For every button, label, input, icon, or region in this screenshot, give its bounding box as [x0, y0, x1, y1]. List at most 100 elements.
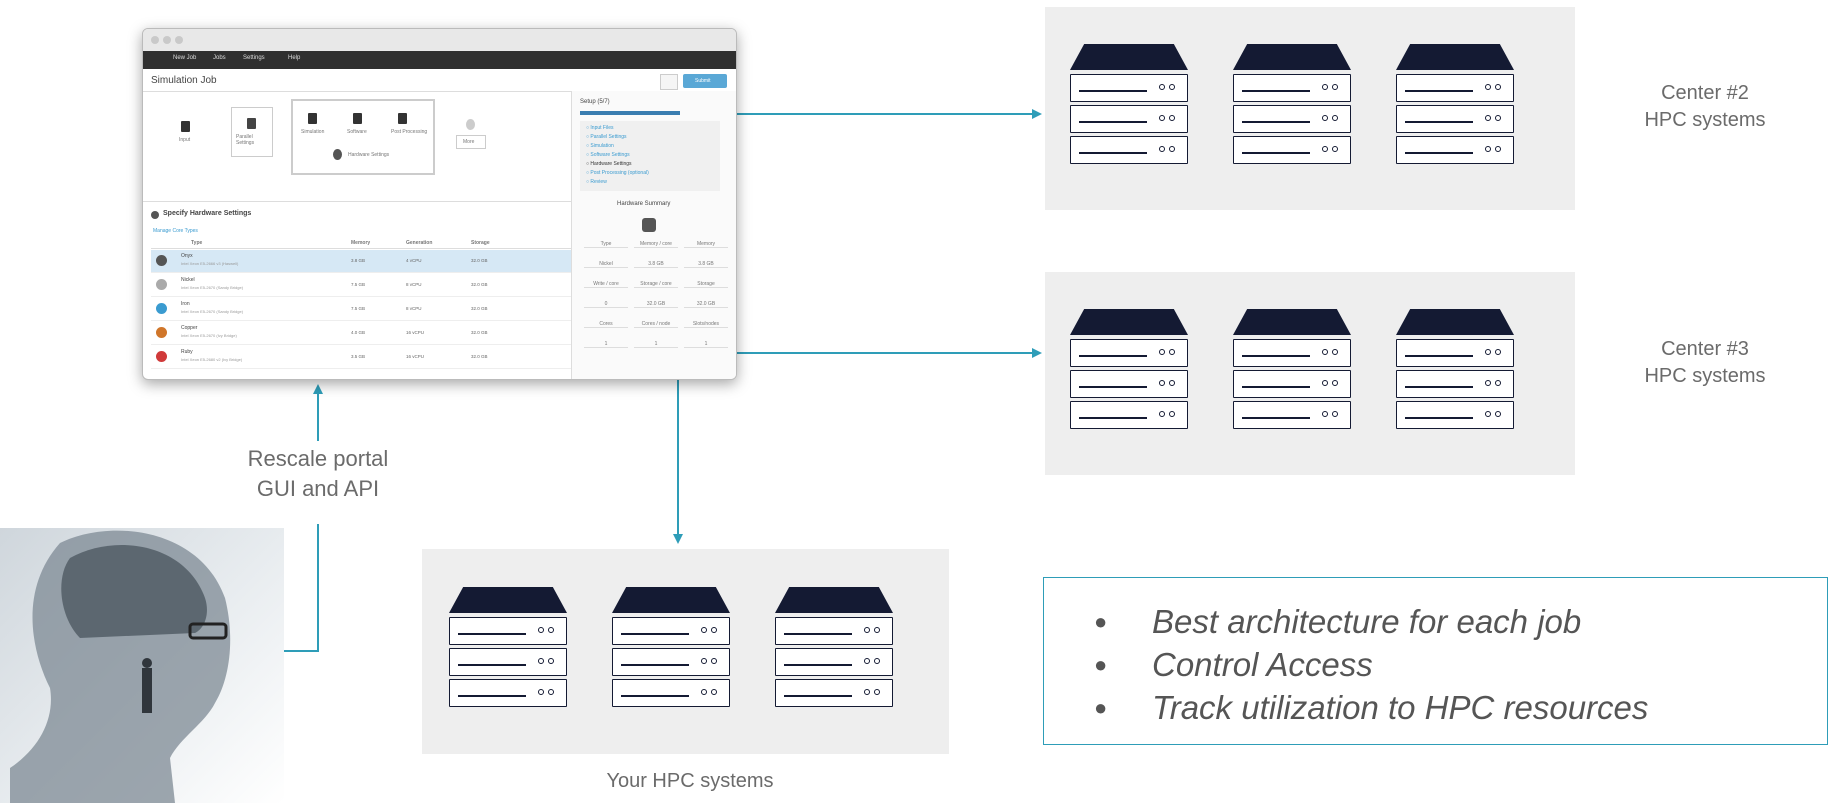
nav-new-job[interactable]: New Job: [173, 55, 197, 61]
setup-step[interactable]: ○ Software Settings: [586, 152, 630, 158]
simulation-box[interactable]: Simulation Software Post Processing Hard…: [291, 99, 435, 175]
portal-caption-line1: Rescale portal: [247, 446, 389, 471]
summary-cell: 32.0 GB: [634, 301, 678, 308]
summary-cell: Memory / core: [634, 241, 678, 248]
core-memory: 7.5 GB: [351, 282, 366, 287]
center3-server-icon: [1070, 309, 1188, 433]
summary-cell: Nickel: [584, 261, 628, 268]
core-storage: 32.0 GB: [471, 354, 488, 359]
nav-jobs[interactable]: Jobs: [213, 55, 226, 61]
parallel-settings-box[interactable]: Parallel Settings: [231, 107, 273, 157]
center2-server-icon: [1070, 44, 1188, 168]
center2-caption: Center #2 HPC systems: [1605, 80, 1805, 134]
summary-cell: 1: [584, 341, 628, 348]
rescale-portal-screenshot: New Job Jobs Settings Help Simulation Jo…: [142, 28, 737, 380]
more-button[interactable]: More: [456, 135, 486, 149]
core-type-icon: [156, 279, 167, 290]
setup-step[interactable]: ○ Parallel Settings: [586, 134, 627, 140]
workflow-diagram: Input Parallel Settings Simulation Softw…: [151, 97, 571, 197]
core-memory: 3.5 GB: [351, 354, 366, 359]
summary-cell: 1: [634, 341, 678, 348]
nav-help[interactable]: Help: [288, 55, 301, 61]
benefit-item: ● Best architecture for each job: [1094, 600, 1648, 643]
summary-chip-icon: [642, 218, 656, 232]
summary-cell: 3.8 GB: [684, 261, 728, 268]
core-storage: 32.0 GB: [471, 306, 488, 311]
manage-core-types-link[interactable]: Manage Core Types: [153, 228, 198, 234]
benefit-text: Track utilization to HPC resources: [1152, 689, 1649, 726]
summary-cell: 1: [684, 341, 728, 348]
save-button[interactable]: [660, 74, 678, 90]
benefits-box: ● Best architecture for each job ● Control…: [1043, 577, 1828, 745]
core-memory: 4.0 GB: [351, 330, 366, 335]
network-icon: [247, 118, 256, 129]
core-type-icon: [156, 351, 167, 362]
core-type-name: Copper: [181, 325, 198, 331]
window-dot: [163, 36, 171, 44]
section-title: Specify Hardware Settings: [163, 210, 252, 217]
center3-caption-line2: HPC systems: [1644, 365, 1766, 387]
summary-cell: Storage: [684, 281, 728, 288]
gear-icon: [333, 149, 342, 160]
core-memory: 3.8 GB: [351, 258, 366, 263]
setup-step[interactable]: ○ Hardware Settings: [586, 161, 632, 167]
window-dot: [175, 36, 183, 44]
software-grid-icon: [353, 113, 362, 124]
setup-step[interactable]: ○ Simulation: [586, 143, 614, 149]
hardware-gear-icon: [151, 211, 159, 219]
center2-caption-line1: Center #2: [1661, 82, 1749, 104]
setup-step[interactable]: ○ Input Files: [586, 125, 614, 131]
window-titlebar: [143, 29, 736, 52]
your-hpc-server-icon: [449, 587, 567, 711]
setup-progress-bar: [580, 111, 680, 115]
core-type-icon: [156, 303, 167, 314]
center2-server-icon: [1396, 44, 1514, 168]
summary-cell: 0: [584, 301, 628, 308]
center3-server-icon: [1233, 309, 1351, 433]
your-hpc-server-icon: [612, 587, 730, 711]
summary-cell: Storage / core: [634, 281, 678, 288]
core-type-name: Nickel: [181, 277, 195, 283]
center3-caption-line1: Center #3: [1661, 338, 1749, 360]
benefit-text: Best architecture for each job: [1152, 603, 1582, 640]
portal-navbar: New Job Jobs Settings Help: [143, 51, 736, 69]
benefit-text: Control Access: [1152, 646, 1373, 683]
core-type-desc: Intel Xeon E5-2670 (Sandy Bridge): [181, 285, 244, 290]
setup-step[interactable]: ○ Post Processing (optional): [586, 170, 649, 176]
center2-caption-line2: HPC systems: [1644, 109, 1766, 131]
center3-caption: Center #3 HPC systems: [1605, 336, 1805, 390]
center3-server-icon: [1396, 309, 1514, 433]
job-title: Simulation Job: [151, 75, 217, 86]
bullet-icon: ●: [1094, 652, 1108, 677]
bullet-icon: ●: [1094, 609, 1108, 634]
summary-cell: Cores / node: [634, 321, 678, 328]
submit-button[interactable]: Submit: [683, 74, 727, 88]
your-hpc-caption: Your HPC systems: [606, 770, 774, 792]
core-type-desc: Intel Xeon E5-2680 v2 (Ivy Bridge): [181, 357, 243, 362]
core-storage: 32.0 GB: [471, 282, 488, 287]
core-type-icon: [156, 327, 167, 338]
input-file-icon: [181, 121, 190, 132]
benefit-item: ● Control Access: [1094, 643, 1648, 686]
run-icon: [466, 119, 475, 130]
window-dot: [151, 36, 159, 44]
setup-step[interactable]: ○ Review: [586, 179, 607, 185]
core-generation: 8 vCPU: [406, 306, 422, 311]
core-storage: 32.0 GB: [471, 258, 488, 263]
summary-cell: Cores: [584, 321, 628, 328]
summary-cell: Slots/nodes: [684, 321, 728, 328]
center2-server-icon: [1233, 44, 1351, 168]
nav-settings[interactable]: Settings: [243, 55, 265, 61]
benefit-item: ●Track utilization to HPC resources: [1094, 686, 1648, 729]
core-memory: 7.5 GB: [351, 306, 366, 311]
core-type-name: Iron: [181, 301, 190, 307]
core-type-desc: Intel Xeon E5-2666 v3 (Haswell): [181, 261, 239, 266]
summary-cell: 3.8 GB: [634, 261, 678, 268]
core-generation: 8 vCPU: [406, 282, 422, 287]
setup-panel: Setup (5/7) ○ Input Files○ Parallel Sett…: [571, 91, 736, 379]
